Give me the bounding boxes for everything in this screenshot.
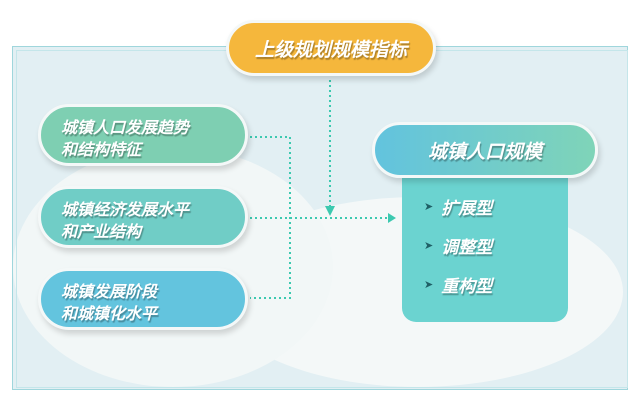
upper-planning-box: 上级规划规模指标: [226, 20, 436, 76]
type-item: ➤ 扩展型: [424, 194, 492, 219]
input-line: 城镇经济发展水平: [61, 200, 190, 219]
type-item: ➤ 重构型: [424, 272, 492, 297]
chevron-right-icon: ➤: [424, 200, 434, 213]
input-line: 城镇人口发展趋势: [61, 118, 190, 137]
output-title-box: 城镇人口规模: [372, 122, 598, 178]
arrow-right-icon: [388, 213, 396, 223]
chevron-right-icon: ➤: [424, 239, 434, 252]
type-label: 调整型: [441, 238, 493, 258]
chevron-right-icon: ➤: [424, 278, 434, 291]
input-line: 和结构特征: [61, 140, 142, 159]
output-types-panel: ➤ 扩展型 ➤ 调整型 ➤ 重构型: [402, 170, 568, 322]
input-line: 城镇发展阶段: [61, 282, 158, 301]
input-line: 和产业结构: [61, 222, 142, 241]
type-item: ➤ 调整型: [424, 233, 492, 258]
type-label: 扩展型: [441, 199, 493, 219]
type-label: 重构型: [441, 277, 493, 297]
input-line: 和城镇化水平: [61, 304, 158, 323]
arrow-down-icon: [325, 206, 335, 216]
input-box-population: 城镇人口发展趋势和结构特征: [38, 104, 248, 166]
input-box-stage: 城镇发展阶段和城镇化水平: [38, 268, 248, 330]
input-box-economy: 城镇经济发展水平和产业结构: [38, 186, 248, 248]
